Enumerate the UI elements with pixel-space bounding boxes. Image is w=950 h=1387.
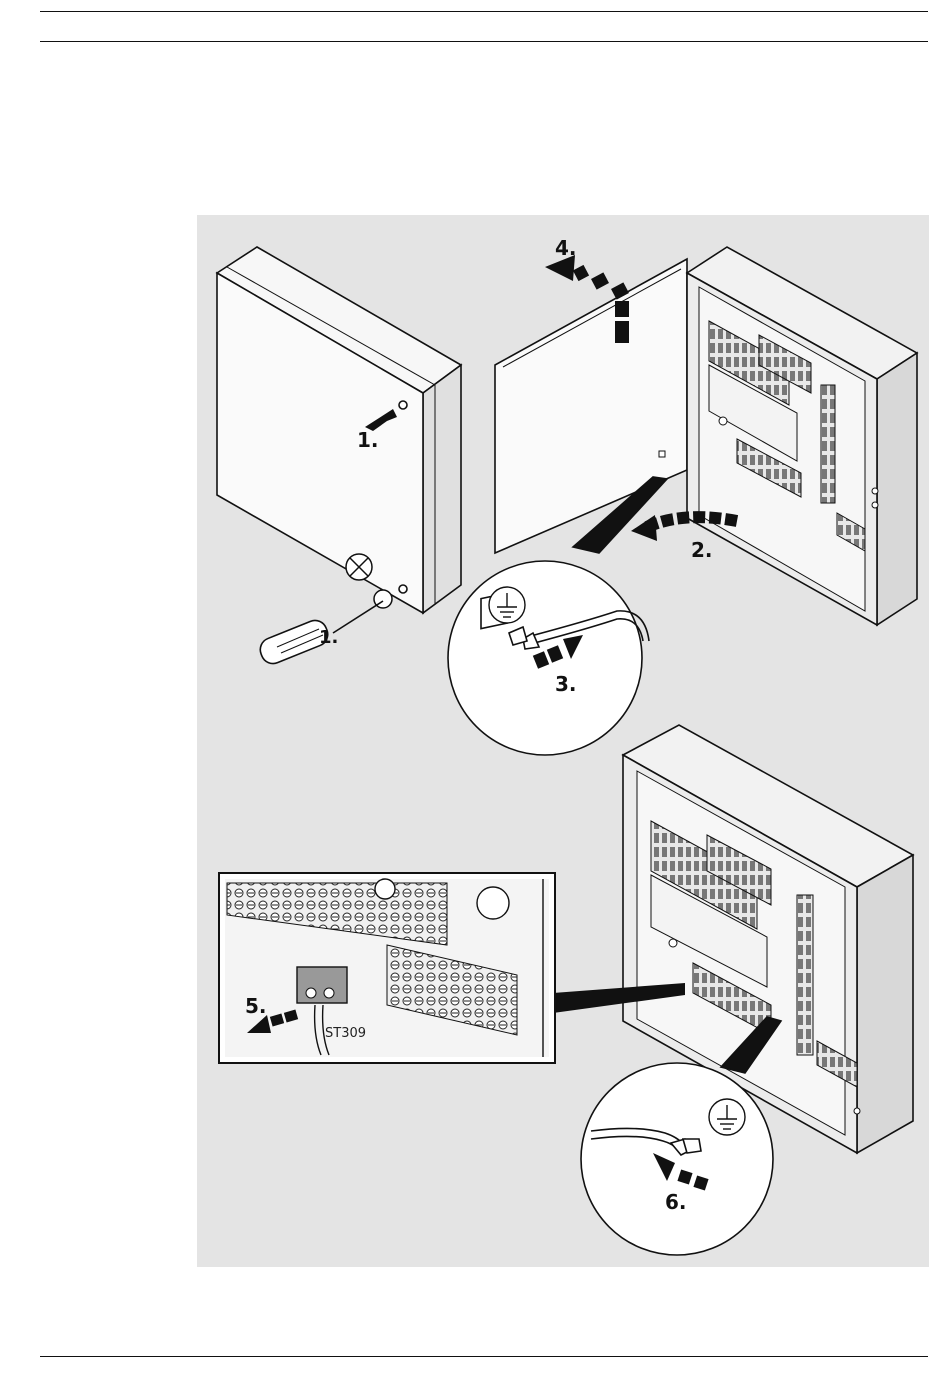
step-1b-label: 1. xyxy=(319,627,338,648)
connector-detail-inset xyxy=(219,873,555,1063)
ground-symbol-icon-bottom xyxy=(709,1099,745,1135)
step-4-label: 4. xyxy=(555,236,577,260)
footer-rule xyxy=(40,1356,928,1357)
open-housing xyxy=(687,247,917,625)
installation-figure: 1. 1. 2. xyxy=(197,215,929,1267)
step-6-label: 6. xyxy=(665,1190,687,1214)
step-3-label: 3. xyxy=(555,672,577,696)
header-rule-top xyxy=(40,11,928,12)
installation-diagram: 1. 1. 2. xyxy=(197,215,929,1267)
ground-symbol-icon xyxy=(489,587,525,623)
step-2-label: 2. xyxy=(691,538,713,562)
open-door xyxy=(495,259,687,553)
step-1-label: 1. xyxy=(357,428,379,452)
step-5-label: 5. xyxy=(245,994,267,1018)
header-rule-bottom xyxy=(40,41,928,42)
closed-housing xyxy=(217,247,461,613)
connector-label: ST309 xyxy=(325,1026,366,1041)
